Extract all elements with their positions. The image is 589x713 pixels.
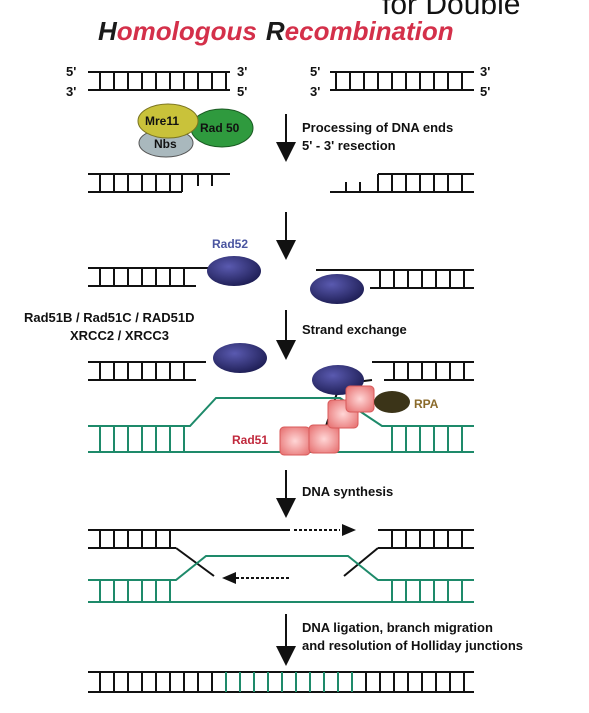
rad51-label: Rad51: [232, 433, 268, 447]
title-letter-r: R: [266, 16, 285, 46]
label-3prime-right-bottom: 3': [310, 84, 320, 99]
rad52-label: Rad52: [212, 237, 248, 251]
rad52-protein-left-2: [213, 343, 267, 373]
stage-repaired-dna: [88, 671, 474, 693]
header-cut-text: for Double: [382, 0, 520, 21]
synthesis-arrow-right: [342, 524, 356, 536]
label-5prime-left-bottom: 5': [237, 84, 247, 99]
mediators-line1: Rad51B / Rad51C / RAD51D: [24, 310, 195, 325]
mre11-protein: [137, 103, 199, 139]
step-strand-exchange: Strand exchange: [302, 322, 407, 337]
nbs-label: Nbs: [154, 137, 177, 151]
stage-synthesis-black: [88, 529, 474, 579]
diagram-title: Homologous Recombination: [98, 16, 454, 46]
rad50-label: Rad 50: [200, 121, 240, 135]
label-3prime-right-top: 3': [480, 64, 490, 79]
step-ligation-line2: and resolution of Holliday junctions: [302, 638, 523, 653]
synthesis-arrow-left: [222, 572, 236, 584]
rad52-protein-right: [310, 274, 364, 304]
title-letter-h: H: [98, 16, 118, 46]
step-resection-line1: Processing of DNA ends: [302, 120, 453, 135]
title-word-recombination: ecombination: [285, 16, 454, 46]
mediators-line2: XRCC2 / XRCC3: [70, 328, 169, 343]
label-3prime-left-top: 3': [237, 64, 247, 79]
rad51-filament: [279, 385, 375, 456]
rpa-label: RPA: [414, 397, 439, 411]
rad52-protein-left: [207, 256, 261, 286]
title-word-homologous: omologous: [117, 16, 257, 46]
mre11-label: Mre11: [145, 114, 179, 128]
mrn-complex: [137, 103, 254, 158]
stage-synthesis-green: [88, 555, 474, 603]
step-resection-line2: 5' - 3' resection: [302, 138, 396, 153]
label-5prime-right-top: 5': [310, 64, 320, 79]
step-synthesis: DNA synthesis: [302, 484, 393, 499]
rpa-protein: [374, 391, 410, 413]
stage-broken-dna: [88, 71, 474, 91]
stage-resected-dna: [88, 173, 474, 193]
label-3prime-left-bottom: 3': [66, 84, 76, 99]
label-5prime-right-bottom: 5': [480, 84, 490, 99]
stage-rad52-bound: [88, 267, 474, 289]
label-5prime-left-top: 5': [66, 64, 76, 79]
step-ligation-line1: DNA ligation, branch migration: [302, 620, 493, 635]
